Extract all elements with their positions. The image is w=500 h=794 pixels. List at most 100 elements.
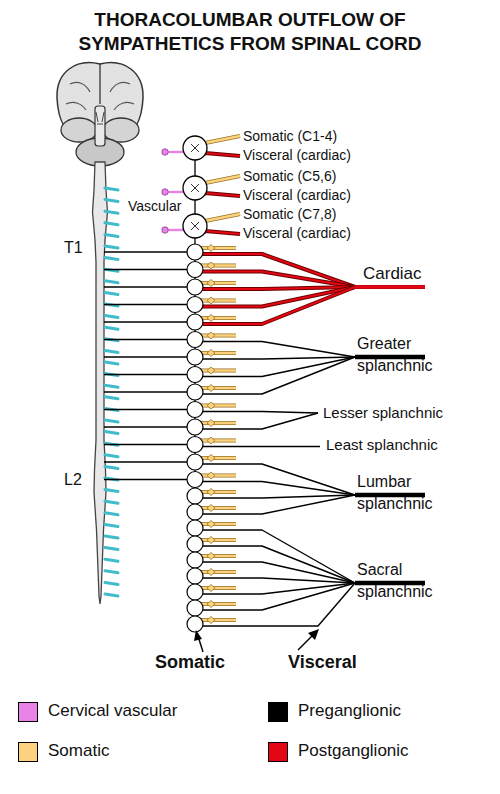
somatic-ramus xyxy=(201,264,236,266)
chain-ganglion xyxy=(187,520,203,536)
somatic-ramus xyxy=(201,587,236,589)
spinal-nerve-stub xyxy=(105,234,118,236)
brain-illustration xyxy=(57,63,143,166)
somatic-ramus xyxy=(201,555,236,557)
chain-ganglion xyxy=(187,419,203,435)
somatic-ramus-outline xyxy=(201,264,236,268)
branch-label: Visceral (cardiac) xyxy=(243,147,351,164)
preganglionic-fiber xyxy=(202,413,318,429)
nerve-label: Lumbar splanchnic xyxy=(357,471,447,515)
preganglionic-ramus xyxy=(104,391,187,392)
preganglionic-ramus xyxy=(104,304,187,305)
preganglionic-fiber xyxy=(202,495,355,498)
preganglionic-fiber xyxy=(202,446,320,447)
spinal-nerve-stub xyxy=(105,513,118,515)
postganglionic-fiber xyxy=(202,287,355,324)
somatic-synapse-mark xyxy=(207,297,215,304)
somatic-synapse-mark xyxy=(207,367,215,374)
preganglionic-ramus xyxy=(104,286,187,287)
chain-ganglion xyxy=(187,568,203,584)
cervical-ganglion xyxy=(183,214,207,238)
somatic-ramus xyxy=(201,352,236,354)
preganglionic-fiber xyxy=(202,583,355,626)
postganglionic-outline xyxy=(205,193,240,196)
postganglionic-outline xyxy=(202,287,355,289)
preganglionic-fiber xyxy=(202,342,355,358)
somatic-ramus xyxy=(201,334,236,336)
somatic-ramus-outline xyxy=(201,538,236,542)
preganglionic-ramus xyxy=(104,461,187,462)
legend-text: Preganglionic xyxy=(298,701,401,721)
somatic-ramus-outline xyxy=(201,506,236,510)
chain-ganglion xyxy=(187,297,203,313)
cervical-ganglion xyxy=(183,136,207,160)
preganglionic-ramus xyxy=(104,374,187,375)
spinal-nerve-stub xyxy=(105,559,118,561)
somatic-ramus xyxy=(201,539,236,541)
pointer-label: Somatic xyxy=(155,652,225,674)
branch-label: Vascular xyxy=(128,198,181,215)
spinal-nerve-stub xyxy=(105,548,118,550)
somatic-synapse-mark xyxy=(207,437,215,444)
chain-ganglion xyxy=(187,536,203,552)
brainstem-detail xyxy=(96,112,104,124)
preganglionic-ramus xyxy=(104,356,187,357)
spinal-nerve-stub xyxy=(105,200,118,202)
somatic-ramus xyxy=(201,404,236,406)
somatic-ramus xyxy=(201,439,236,441)
somatic-ramus-outline xyxy=(201,316,236,320)
preganglionic-ramus xyxy=(104,251,187,252)
vascular-branch-end xyxy=(162,227,168,233)
preganglionic-fiber xyxy=(202,464,355,495)
somatic-ramus xyxy=(205,136,240,143)
somatic-ramus xyxy=(201,603,236,605)
spinal-nerve-stub xyxy=(105,258,118,260)
diagram-title: THORACOLUMBAR OUTFLOW OF SYMPATHETICS FR… xyxy=(50,8,450,56)
preganglionic-ramus xyxy=(104,426,187,427)
somatic-synapse-mark xyxy=(207,569,215,576)
somatic-ramus xyxy=(201,571,236,573)
postganglionic-outline xyxy=(202,254,355,287)
postganglionic-outline xyxy=(205,231,240,234)
somatic-ramus-outline xyxy=(201,369,236,373)
somatic-ramus-outline xyxy=(205,214,240,221)
nerve-label: Least splanchnic xyxy=(326,436,438,454)
nerve-label: Sacral splanchnic xyxy=(357,559,447,603)
somatic-ramus xyxy=(201,282,236,284)
spinal-nerve-stub xyxy=(105,292,118,294)
preganglionic-fiber xyxy=(202,357,355,359)
legend-text: Somatic xyxy=(48,741,109,761)
postganglionic-fiber xyxy=(205,231,240,234)
somatic-ramus-outline xyxy=(201,439,236,443)
synapse-cross xyxy=(191,144,199,152)
postganglionic-fiber xyxy=(202,287,355,289)
somatic-synapse-mark xyxy=(207,472,215,479)
somatic-synapse-mark xyxy=(207,385,215,392)
somatic-synapse-mark xyxy=(207,402,215,409)
somatic-ramus xyxy=(201,491,236,493)
spinal-nerve-stub xyxy=(105,362,118,364)
legend-swatch xyxy=(268,742,288,762)
spinal-nerve-stub xyxy=(105,188,118,190)
cervical-ganglion xyxy=(183,176,207,200)
somatic-ramus-outline xyxy=(205,176,240,183)
chain-ganglion xyxy=(187,349,203,365)
spinal-nerve-stub xyxy=(105,582,118,584)
chain-ganglion xyxy=(187,552,203,568)
pointer-head xyxy=(194,630,202,641)
spinal-nerve-stub xyxy=(105,397,118,399)
somatic-ramus-outline xyxy=(201,474,236,478)
branch-label: Somatic (C5,6) xyxy=(243,168,336,185)
somatic-synapse-mark xyxy=(207,280,215,287)
somatic-ramus-outline xyxy=(201,554,236,558)
spinal-nerve-stub xyxy=(105,350,118,352)
spinal-nerve-stub xyxy=(105,524,118,526)
somatic-synapse-mark xyxy=(207,245,215,252)
preganglionic-fiber xyxy=(202,357,355,394)
vascular-branch-end xyxy=(162,189,168,195)
postganglionic-outline xyxy=(202,272,355,288)
spinal-cord xyxy=(93,162,108,604)
spinal-nerve-stub xyxy=(105,246,118,248)
nerve-label: Greater splanchnic xyxy=(357,333,447,377)
legend-swatch xyxy=(268,702,288,722)
